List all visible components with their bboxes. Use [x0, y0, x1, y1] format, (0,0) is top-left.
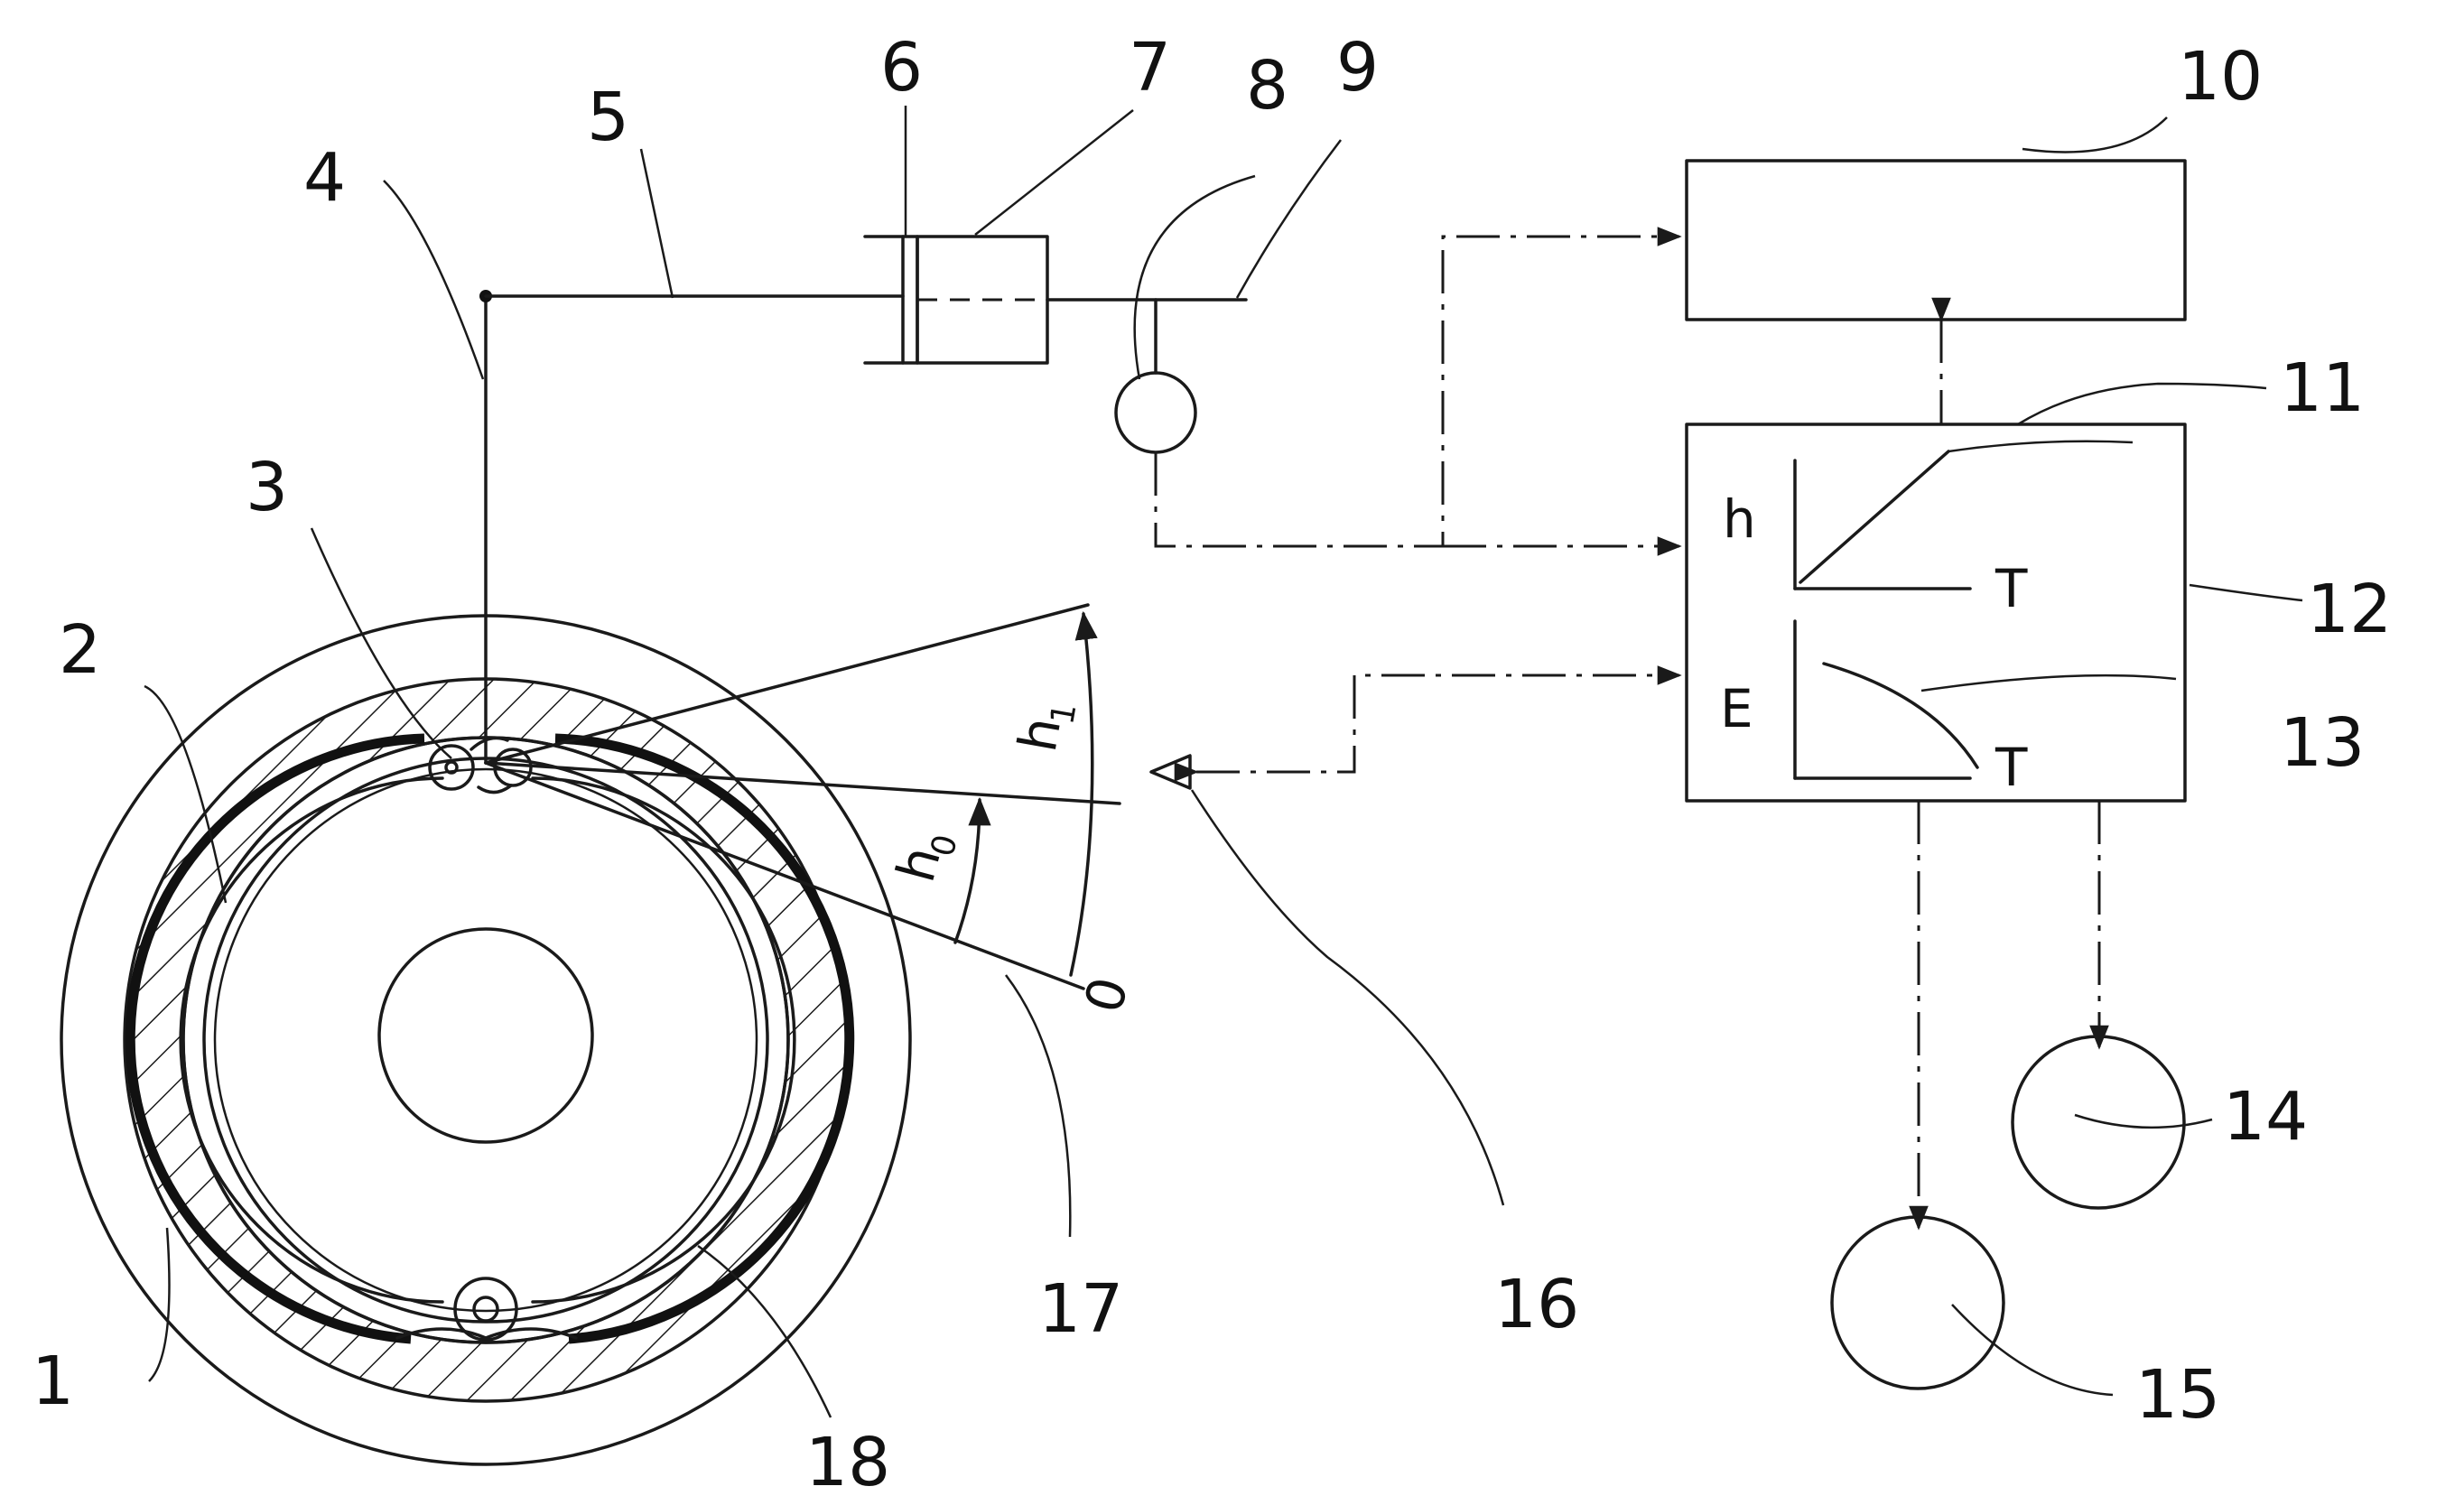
angle-labels: h 0 h 1 0: [885, 695, 1140, 1019]
angle-indicators: [486, 605, 1190, 989]
graph-h-vs-T: h T: [1723, 441, 2133, 619]
hatched-lining: [125, 679, 847, 1401]
zero-label: 0: [1073, 971, 1140, 1018]
label-7: 7: [1129, 29, 1171, 107]
label-17: 17: [1038, 1270, 1123, 1348]
box-10: [1687, 161, 2185, 320]
label-13: 13: [2280, 704, 2365, 782]
label-2: 2: [59, 611, 101, 689]
lever-linkage: [479, 237, 1246, 763]
label-12: 12: [2307, 571, 2392, 648]
label-6: 6: [880, 29, 923, 107]
label-11: 11: [2280, 349, 2365, 427]
pressure-sensor: [1116, 373, 1195, 452]
label-15: 15: [2135, 1356, 2220, 1434]
brake-shoe-outline: [183, 738, 788, 1342]
graph-top-y-label: h: [1723, 488, 1756, 550]
graph-top-x-label: T: [1994, 558, 2028, 619]
graph-E-vs-T: E T: [1720, 621, 2176, 798]
label-14: 14: [2223, 1078, 2308, 1156]
label-3: 3: [246, 449, 288, 526]
label-4: 4: [303, 139, 346, 217]
leader-lines: [144, 106, 2302, 1417]
signal-lines: [1156, 237, 2099, 1228]
lower-pivot: [397, 1278, 576, 1340]
inner-shoe-ring-2: [215, 769, 757, 1311]
reference-numerals: 1 2 3 4 5 6 7 8 9 10 11 12 13 14 15 16 1…: [32, 29, 2392, 1501]
label-1: 1: [32, 1342, 74, 1420]
label-8: 8: [1246, 47, 1288, 125]
hub: [379, 929, 592, 1142]
label-16: 16: [1494, 1266, 1579, 1343]
label-10: 10: [2178, 38, 2263, 116]
piston-plate: [903, 237, 917, 363]
h1-arc: [1071, 614, 1093, 975]
h0-arc: [955, 800, 980, 943]
label-5: 5: [587, 79, 629, 156]
graph-bottom-y-label: E: [1720, 678, 1753, 739]
graph-bottom-x-label: T: [1994, 737, 2028, 798]
sensor-triangle: [1151, 756, 1190, 788]
inner-shoe-ring: [204, 758, 767, 1322]
output-15: [1832, 1217, 2004, 1389]
box-12: [1687, 424, 2185, 801]
label-18: 18: [805, 1424, 890, 1501]
label-9: 9: [1336, 29, 1379, 107]
